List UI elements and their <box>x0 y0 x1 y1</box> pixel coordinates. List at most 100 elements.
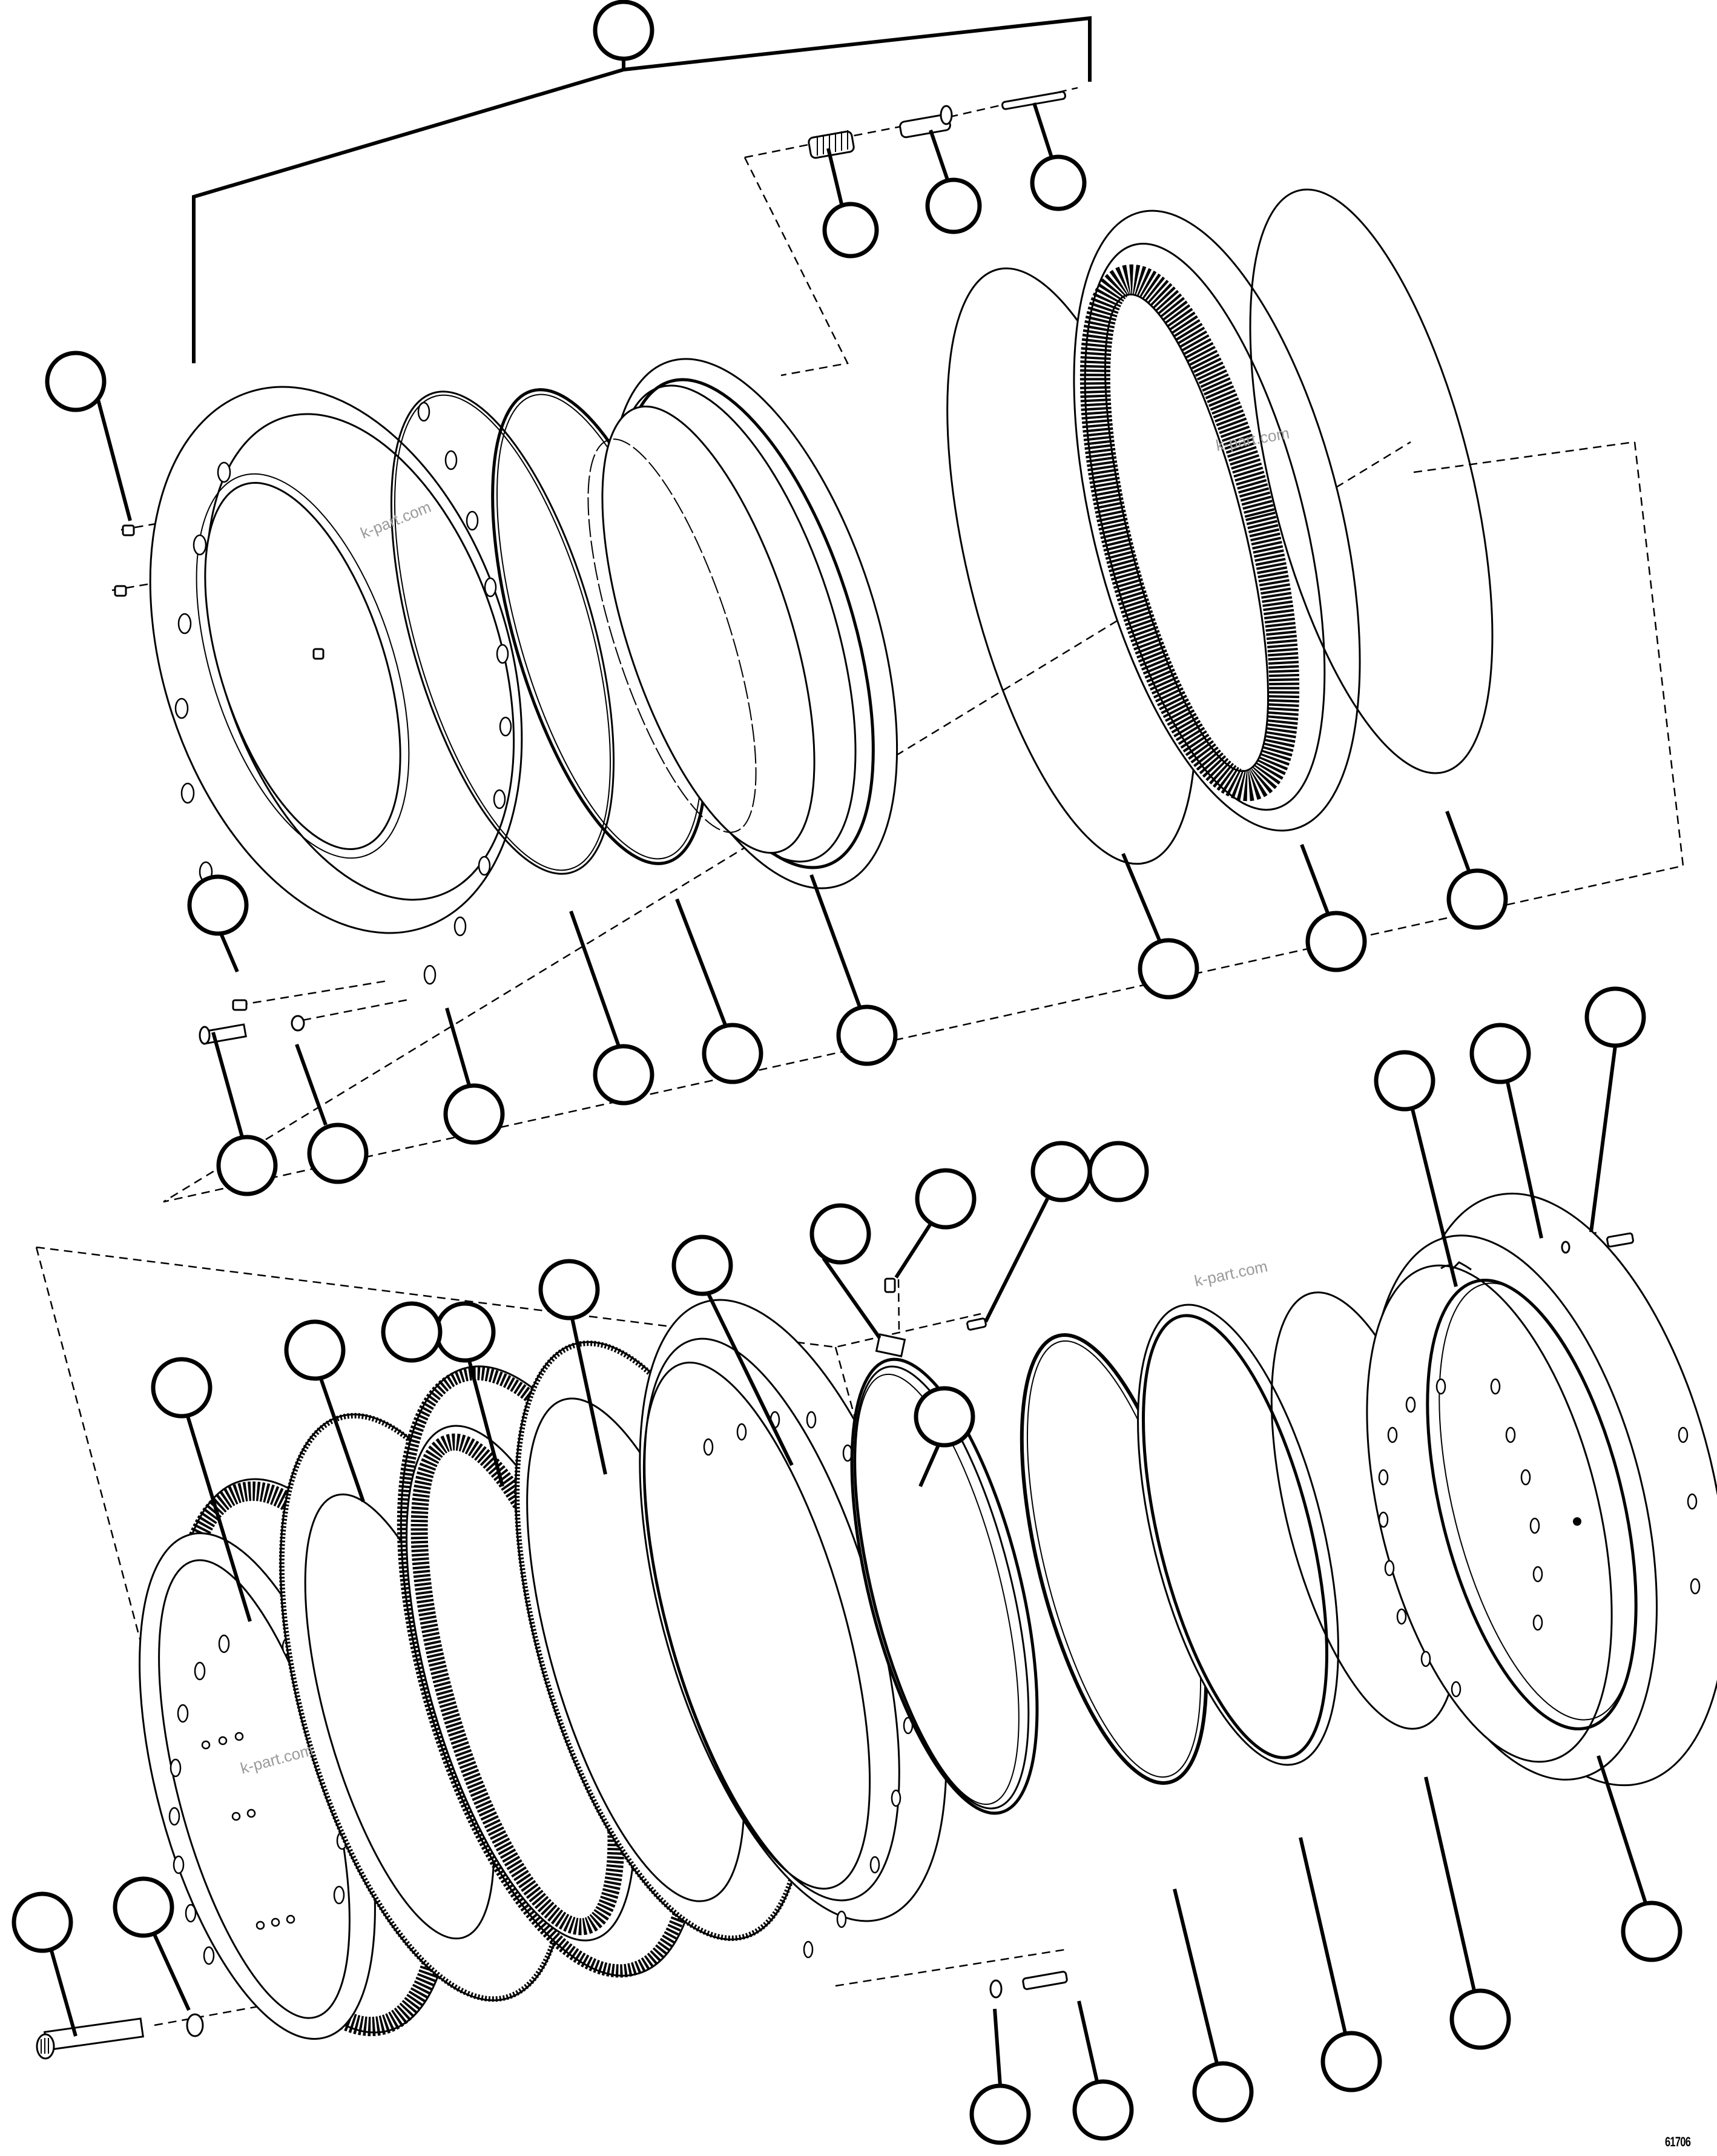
callout-circle[interactable] <box>1138 938 1199 1000</box>
callout-balloon[interactable] <box>12 1891 77 2037</box>
callout-balloon[interactable] <box>295 1043 369 1184</box>
callout-circle[interactable] <box>113 1876 174 1938</box>
callout-circle[interactable] <box>915 1168 977 1230</box>
leader-line <box>569 910 621 1047</box>
callout-balloon[interactable] <box>671 1235 794 1466</box>
callout-balloon[interactable] <box>1121 852 1199 1000</box>
callout-balloon[interactable] <box>381 1301 443 1363</box>
top-carrier-small-bolts <box>114 524 325 1045</box>
callout-balloon[interactable] <box>1424 1776 1511 2050</box>
leader-line <box>675 898 727 1026</box>
callout-balloon[interactable] <box>809 1203 882 1339</box>
callout-balloon[interactable] <box>914 1386 975 1488</box>
callout-circle[interactable] <box>1449 1988 1511 2050</box>
callout-circle[interactable] <box>151 1357 213 1419</box>
callout-circle[interactable] <box>822 202 879 259</box>
callout-balloon[interactable] <box>1469 1023 1543 1239</box>
callout-balloon[interactable] <box>538 1259 607 1475</box>
top-seal-ring-1 <box>390 391 615 875</box>
leader-line <box>50 1950 77 2037</box>
callout-balloon[interactable] <box>675 898 763 1084</box>
callout-balloon[interactable] <box>925 130 982 234</box>
leader-line <box>1077 2000 1099 2082</box>
callout-circle[interactable] <box>1192 2061 1254 2123</box>
leader-line <box>96 399 132 521</box>
callout-balloon[interactable] <box>443 1007 505 1145</box>
callout-circle[interactable] <box>307 1123 369 1184</box>
callout-circle[interactable] <box>1087 1141 1149 1202</box>
top-ring-gear <box>1073 209 1361 832</box>
callout-balloon[interactable] <box>434 1301 504 1487</box>
callout-circle[interactable] <box>593 1044 654 1106</box>
callout-balloon[interactable] <box>1374 1050 1458 1287</box>
callout-circle[interactable] <box>381 1301 443 1363</box>
leader-line <box>1299 1837 1347 2034</box>
callout-balloon[interactable] <box>1087 1141 1149 1202</box>
callout-balloon[interactable] <box>151 1357 252 1622</box>
leader-line <box>467 1360 504 1487</box>
callout-balloon[interactable] <box>822 148 879 259</box>
leader-line <box>445 1007 471 1086</box>
top-hex-bolt <box>199 1023 247 1045</box>
leader-line <box>894 1222 933 1279</box>
callout-balloon[interactable] <box>593 0 654 70</box>
callout-balloon[interactable] <box>284 1319 365 1502</box>
callout-balloon[interactable] <box>1299 1837 1382 2092</box>
callout-circle[interactable] <box>836 1004 898 1066</box>
top-washer <box>291 1015 305 1032</box>
callout-circle[interactable] <box>1320 2031 1382 2092</box>
callout-circle[interactable] <box>443 1083 505 1145</box>
bottom-piston <box>850 1357 1039 1815</box>
top-seal-ring-right <box>1249 188 1494 774</box>
carrier-bolt-holes <box>174 401 512 985</box>
threaded-insert <box>808 130 855 159</box>
leader-line <box>929 130 949 180</box>
callout-circle[interactable] <box>284 1319 346 1381</box>
callout-circle[interactable] <box>671 1235 733 1296</box>
callout-balloon[interactable] <box>1445 810 1508 930</box>
callout-balloon[interactable] <box>1173 1888 1254 2123</box>
callout-circle[interactable] <box>1030 1141 1092 1202</box>
bottom-housing <box>1366 1192 1717 1787</box>
callout-balloon[interactable] <box>894 1168 977 1279</box>
callout-circle[interactable] <box>1469 1023 1531 1084</box>
callout-circle[interactable] <box>1621 1901 1682 1962</box>
callout-balloon[interactable] <box>1072 2000 1134 2141</box>
callout-circle[interactable] <box>914 1386 975 1448</box>
callout-balloon[interactable] <box>984 1141 1092 1323</box>
callout-circle[interactable] <box>538 1259 600 1320</box>
callout-balloon[interactable] <box>211 1032 278 1196</box>
callout-balloon[interactable] <box>569 910 654 1106</box>
callout-circle[interactable] <box>1072 2079 1134 2141</box>
callout-circle[interactable] <box>1030 154 1087 211</box>
callout-balloon[interactable] <box>809 874 898 1066</box>
callout-circle[interactable] <box>1446 868 1508 930</box>
callout-circle[interactable] <box>434 1301 496 1363</box>
callout-balloon[interactable] <box>1300 843 1367 972</box>
callout-balloon[interactable] <box>187 874 249 973</box>
callout-circle[interactable] <box>925 177 982 234</box>
callout-circle[interactable] <box>809 1203 871 1265</box>
callout-circle[interactable] <box>45 351 107 412</box>
callout-circle[interactable] <box>969 2083 1031 2145</box>
callout-balloon[interactable] <box>1030 102 1087 211</box>
callout-circle[interactable] <box>12 1891 73 1953</box>
callout-balloon[interactable] <box>1597 1755 1682 1962</box>
callout-circle[interactable] <box>702 1023 763 1084</box>
callout-circle[interactable] <box>1305 911 1367 972</box>
callout-circle[interactable] <box>1584 986 1646 1048</box>
callout-balloon[interactable] <box>45 351 132 521</box>
callout-balloon[interactable] <box>1584 986 1646 1233</box>
callout-balloon[interactable] <box>969 2008 1031 2145</box>
callout-balloon[interactable] <box>113 1876 191 2011</box>
callout-circle[interactable] <box>593 0 654 61</box>
callout-circle[interactable] <box>216 1135 278 1196</box>
bottom-short-bolt <box>1022 1971 1068 1990</box>
leader-line <box>822 1257 882 1339</box>
callout-circle[interactable] <box>187 874 249 936</box>
callout-circle[interactable] <box>1374 1050 1435 1112</box>
bottom-small-washer <box>989 1979 1003 1999</box>
top-piston <box>587 358 898 889</box>
leader-line <box>211 1032 244 1138</box>
top-left-carrier-plate <box>149 386 523 985</box>
